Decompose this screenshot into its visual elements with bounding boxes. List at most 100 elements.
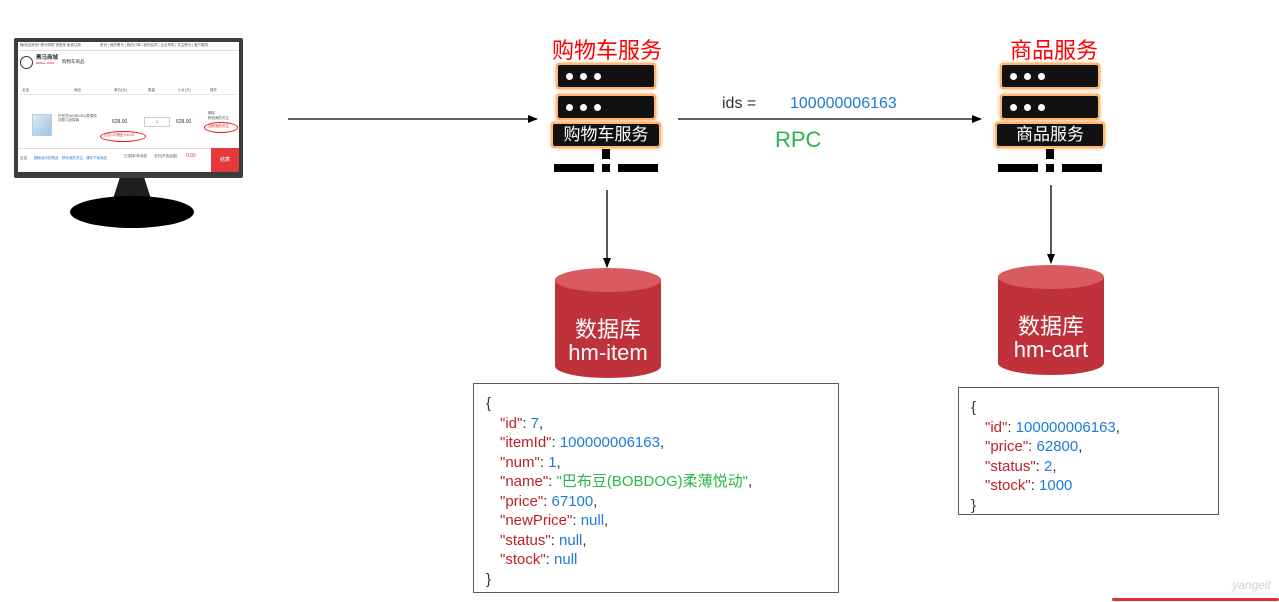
json-key: "num" [500, 453, 540, 471]
json-value: 1 [548, 453, 557, 471]
json-close-brace: } [486, 570, 492, 588]
server-foot-left [554, 164, 594, 172]
json-value: null [559, 531, 583, 549]
product-image [32, 114, 52, 136]
json-field-line: "status": 2, [985, 457, 1057, 475]
cart-item-price: 628.00 [112, 119, 128, 125]
json-open-brace: { [971, 399, 977, 416]
col-qty: 数量 [148, 88, 155, 92]
json-key: "price" [500, 492, 544, 510]
json-value: 7 [530, 414, 540, 432]
action-add-follow: 加到我的关注 [208, 124, 229, 128]
top-bar-right-text: 首页 | 我的黑马 | 我的订单 | 我的会员 | 企业采购 | 关注黑马 | … [100, 43, 209, 47]
footer-move-follow: 移到我的关注 [62, 156, 83, 160]
server-foot-left [998, 164, 1038, 172]
json-field-line: "price": 67100, [500, 492, 598, 510]
server-post [602, 149, 610, 159]
json-key: "stock" [500, 551, 546, 568]
json-field-line: "newPrice": null, [500, 512, 609, 529]
server-foot-right [1062, 164, 1102, 172]
checkout-button: 结算 [211, 148, 239, 172]
ids-label: ids = [722, 95, 757, 112]
json-field-line: "id": 100000006163, [985, 418, 1120, 436]
col-select-all: 全选 [22, 88, 29, 92]
price-drop-highlight [100, 131, 146, 142]
server-foot-center [1046, 164, 1054, 172]
server-rack [556, 63, 656, 89]
server-rack [556, 94, 656, 120]
json-key: "itemId" [500, 434, 552, 451]
footer-delete-selected: 删除选中的商品 [34, 156, 59, 160]
server-foot-center [602, 164, 610, 172]
cart-table-header: 全选 商品 单价(元) 数量 小计(元) 操作 [20, 88, 236, 95]
db-name: hm-cart [1013, 337, 1089, 362]
cart-footer: 全选 删除选中的商品 移到我的关注 清除下柜商品 已选择0件商品 总价(不含运费… [18, 148, 239, 172]
json-field-line: "stock": 1000 [985, 477, 1073, 494]
monitor-illustration: 嗨!欢迎来到! 黑马购物 请登录 免费注册 首页 | 我的黑马 | 我的订单 |… [0, 0, 260, 240]
col-actions: 操作 [210, 88, 217, 92]
json-value: 100000006163 [1015, 418, 1116, 436]
json-key: "stock" [985, 477, 1031, 494]
footer-selected-count: 已选择0件商品 [124, 154, 147, 158]
database-hm-item: 数据库 hm-item [555, 268, 661, 378]
server-post [1046, 149, 1054, 159]
json-item-record: { "id": 100000006163, "price": 62800, "stat… [958, 387, 1219, 515]
footer-select-all: 全选 [20, 156, 27, 160]
watermark: yangeit [1232, 578, 1271, 592]
json-key: "price" [985, 438, 1029, 455]
top-bar-left-text: 嗨!欢迎来到! 黑马购物 请登录 免费注册 [20, 43, 81, 47]
item-service-label: 商品服务 [995, 122, 1105, 148]
server-foot-right [618, 164, 658, 172]
cart-item-name: 巴布豆(BOBDOG)柔薄悦动婴儿纸尿裤 [58, 114, 97, 123]
col-item: 商品 [74, 88, 81, 92]
json-field-line: "itemId": 100000006163, [500, 434, 665, 451]
monitor-screen: 嗨!欢迎来到! 黑马购物 请登录 免费注册 首页 | 我的黑马 | 我的订单 |… [18, 42, 239, 172]
action-delete: 删除 [208, 111, 215, 115]
json-close-brace: } [971, 496, 977, 514]
json-field-line: "name": "巴布豆(BOBDOG)柔薄悦动", [500, 473, 753, 490]
json-key: "name" [500, 473, 549, 490]
item-service-title: 商品服务 [1010, 39, 1099, 64]
json-open-brace: { [486, 395, 492, 412]
item-service-server: 商品服务 [995, 63, 1105, 187]
json-field-line: "price": 62800, [985, 438, 1083, 455]
json-field-line: "status": null, [500, 531, 587, 549]
database-hm-cart: 数据库 hm-cart [998, 265, 1104, 375]
cart-item-subtotal: 628.00 [176, 119, 192, 125]
server-rack [1000, 63, 1100, 89]
cart-item-qty: 1 [144, 117, 170, 127]
json-value: 67100 [551, 492, 594, 510]
json-value: 62800 [1036, 438, 1079, 455]
footer-clear: 清除下柜商品 [86, 156, 107, 160]
price-drop-note: 比加入时便宜￥43.00 [104, 133, 135, 137]
json-field-line: "num": 1, [500, 453, 561, 471]
footer-total: 0.00 [186, 153, 196, 159]
col-subtotal: 小计(元) [178, 88, 191, 92]
json-value: 1000 [1039, 477, 1073, 494]
rpc-label: RPC [775, 127, 822, 152]
cart-page-title: 购物车商品 [62, 59, 85, 64]
accent-bar [1112, 598, 1279, 601]
monitor-base [70, 196, 194, 228]
cart-service-label: 购物车服务 [551, 122, 661, 148]
json-field-line: "stock": null [500, 551, 578, 568]
json-value: "巴布豆(BOBDOG)柔薄悦动" [556, 473, 749, 490]
json-key: "status" [500, 531, 551, 549]
logo-sub: HMALL.COM [36, 61, 54, 65]
footer-total-label: 总价(不含运费): [154, 154, 179, 158]
json-value: 100000006163 [559, 434, 660, 451]
json-key: "id" [500, 414, 523, 432]
json-key: "newPrice" [500, 512, 573, 529]
json-field-line: "id": 7, [500, 414, 544, 432]
cart-service-server: 购物车服务 [551, 63, 661, 187]
json-value: null [580, 512, 605, 529]
db-label: 数据库 [574, 318, 641, 343]
db-label: 数据库 [1017, 315, 1084, 340]
logo-icon [20, 56, 33, 69]
server-rack [1000, 94, 1100, 120]
action-highlight [204, 122, 238, 133]
json-value: null [554, 551, 578, 568]
db-name: hm-item [568, 340, 648, 365]
logo-name: 黑马商城 [36, 55, 59, 61]
